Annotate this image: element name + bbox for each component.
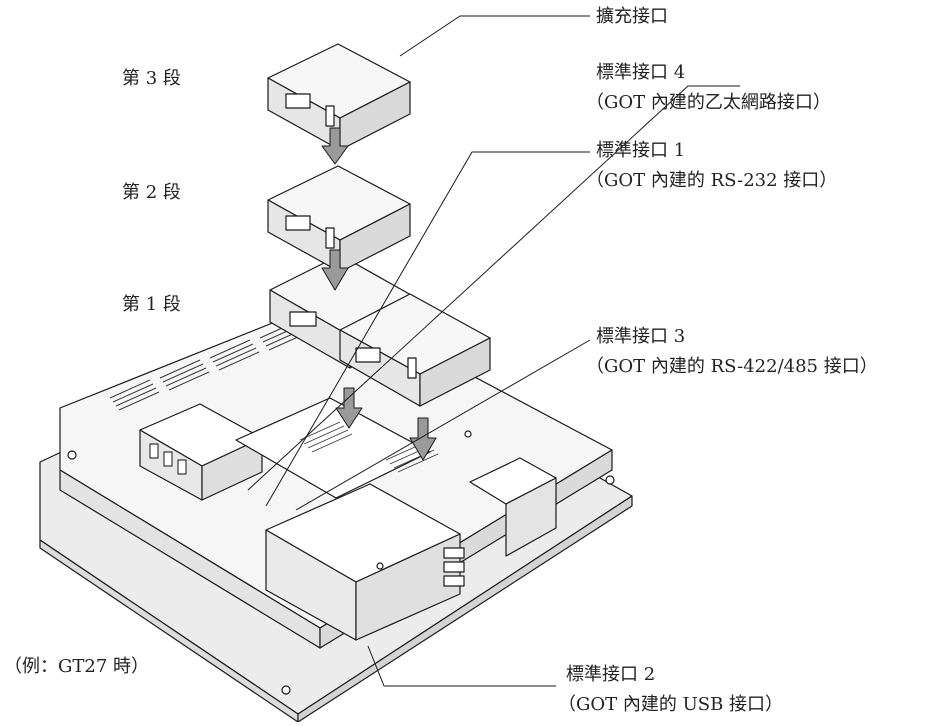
got-back-cover — [39, 299, 633, 723]
arrow-stage1b-down — [409, 417, 437, 461]
leader-lines — [247, 15, 740, 687]
leader-if1 — [265, 151, 590, 507]
vent-slots — [109, 319, 310, 411]
if2-title: 標準接口 2 — [566, 664, 656, 685]
stage3-label: 第 3 段 — [122, 68, 181, 89]
insert-arrows — [321, 127, 437, 461]
example-note: （例：GT27 時） — [4, 656, 150, 677]
leader-expansion — [399, 15, 590, 57]
if1-subtitle: （GOT 內建的 RS-232 接口） — [586, 170, 838, 191]
arrow-stage2-to-1 — [321, 249, 349, 291]
stage1-label: 第 1 段 — [122, 294, 181, 315]
arrow-stage3-to-2 — [321, 127, 349, 165]
leader-if2 — [367, 645, 556, 687]
if4-subtitle: （GOT 內建的乙太網路接口） — [586, 92, 831, 113]
expansion-if-title: 擴充接口 — [596, 6, 668, 27]
if1-title: 標準接口 1 — [596, 140, 686, 161]
leader-if3 — [295, 339, 591, 511]
if2-subtitle: （GOT 內建的 USB 接口） — [558, 694, 784, 715]
leader-if4 — [247, 85, 740, 491]
if3-title: 標準接口 3 — [596, 326, 686, 347]
arrow-stage1a-down — [335, 387, 363, 429]
stage3-module — [267, 43, 411, 151]
if4-title: 標準接口 4 — [596, 62, 686, 83]
stage2-label: 第 2 段 — [122, 182, 181, 203]
if3-subtitle: （GOT 內建的 RS-422/485 接口） — [586, 356, 878, 377]
